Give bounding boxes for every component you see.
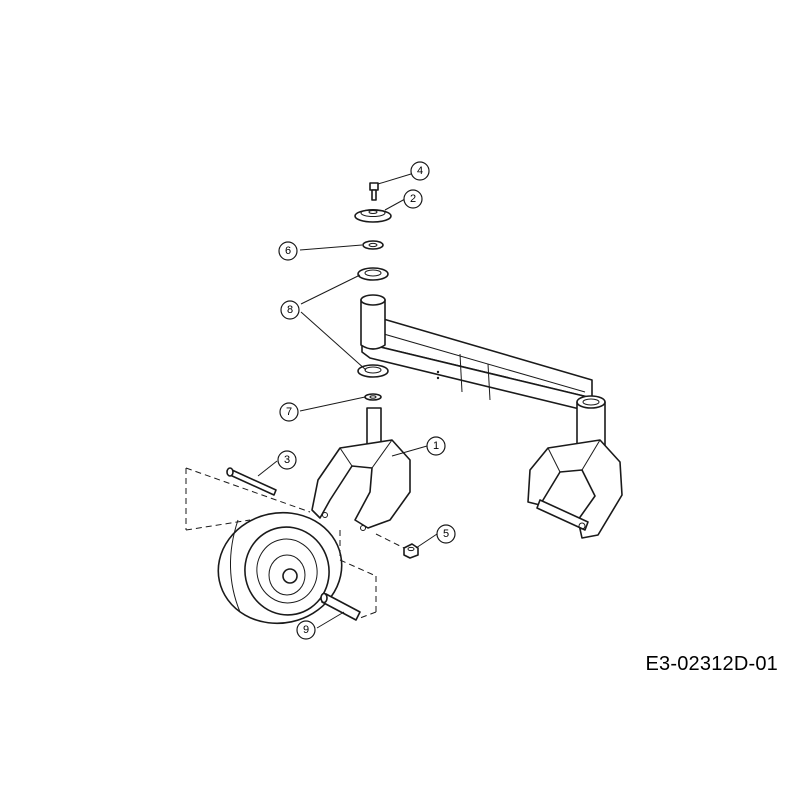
callout-4[interactable]: 4 xyxy=(410,161,430,181)
bolt-4 xyxy=(369,182,379,201)
callout-7[interactable]: 7 xyxy=(279,402,299,422)
washer-6 xyxy=(362,240,384,250)
callout-8[interactable]: 8 xyxy=(280,300,300,320)
spacer-tube-9 xyxy=(320,592,361,621)
cap-washer-2 xyxy=(354,209,392,223)
callout-1[interactable]: 1 xyxy=(426,436,446,456)
callout-label-4: 4 xyxy=(417,165,423,177)
nut-5 xyxy=(403,543,419,559)
caster-fork-1 xyxy=(311,407,411,531)
callout-label-1: 1 xyxy=(433,440,439,452)
callout-label-9: 9 xyxy=(303,624,309,636)
bearing-8-top xyxy=(357,267,389,281)
spacer-7 xyxy=(364,393,382,401)
right-caster-fork xyxy=(527,439,623,539)
leader-lines xyxy=(257,173,438,629)
callout-label-5: 5 xyxy=(443,528,449,540)
assembly-guide-lines xyxy=(185,467,405,619)
callout-label-3: 3 xyxy=(284,454,290,466)
axle-beam xyxy=(361,317,593,413)
callout-9[interactable]: 9 xyxy=(296,620,316,640)
drawing-id-label: E3-02312D-01 xyxy=(645,653,778,675)
callout-5[interactable]: 5 xyxy=(436,524,456,544)
callout-2[interactable]: 2 xyxy=(403,189,423,209)
callout-label-2: 2 xyxy=(410,193,416,205)
bearing-8-bottom xyxy=(357,364,389,378)
callout-label-8: 8 xyxy=(287,304,293,316)
axle-bolt-3 xyxy=(226,467,277,496)
callout-label-6: 6 xyxy=(285,245,291,257)
callout-6[interactable]: 6 xyxy=(278,241,298,261)
caster-wheel xyxy=(217,511,343,625)
callout-label-7: 7 xyxy=(286,406,292,418)
callout-3[interactable]: 3 xyxy=(277,450,297,470)
left-pivot-tube xyxy=(360,294,386,350)
